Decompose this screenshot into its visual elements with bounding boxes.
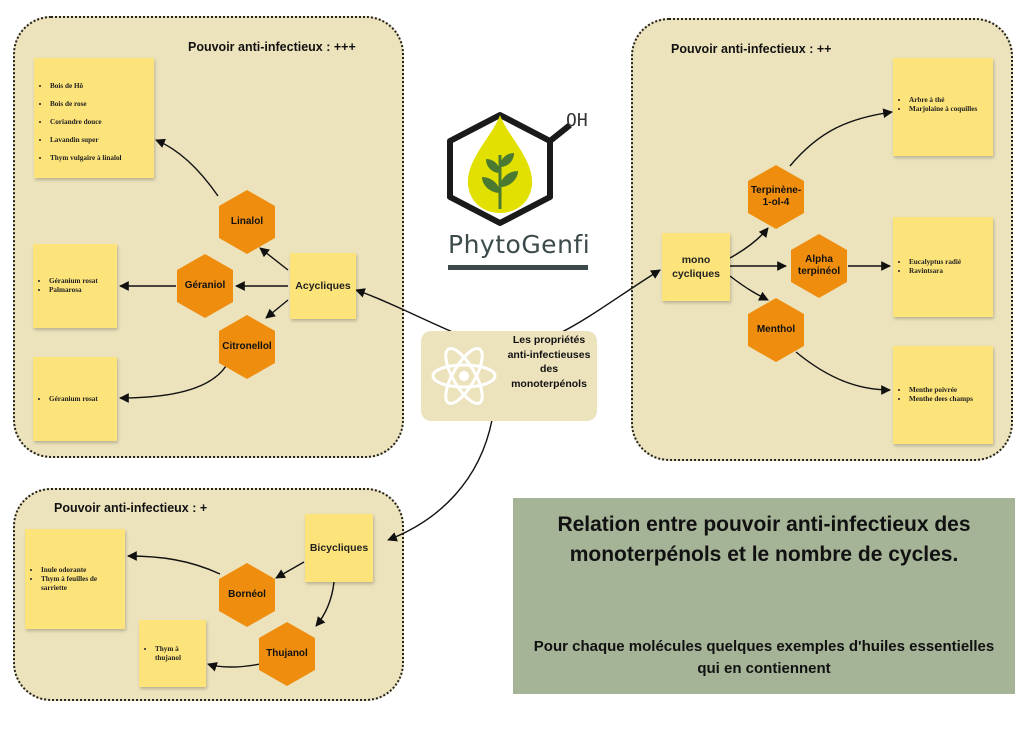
arrow-borneol-to-oils [127, 551, 221, 575]
panel-title-strong: Pouvoir anti-infectieux : +++ [188, 40, 356, 54]
logo-leaf-2 [500, 171, 518, 187]
oil-item: Inule odorante [41, 566, 121, 575]
oil-item: Menthe dees champs [909, 395, 973, 404]
oils-note-borneol: Inule odorante Thym à feuilles de sarrie… [25, 529, 125, 629]
logo-name: PhytoGenfi [448, 230, 591, 259]
oils-note-alpha: Eucalyptus radié Ravintsara [893, 217, 993, 317]
oil-item: Eucalyptus radié [909, 258, 961, 267]
molecule-borneol: Bornéol [219, 563, 275, 627]
oil-item: Bois de Hô [50, 82, 122, 91]
arrow-citronellol-to-oils [119, 365, 227, 403]
oils-note-terpinen: Arbre à thé Marjolaine à coquilles [893, 58, 993, 156]
oil-item: Thym à feuilles de sarriette [41, 575, 121, 593]
oils-note-citronellol: Géranium rosat [33, 357, 117, 441]
oil-item: Géranium rosat [49, 277, 98, 286]
oil-item: Menthe poivrée [909, 386, 973, 395]
oil-item: Marjolaine à coquilles [909, 105, 977, 114]
category-monocyclic: mono cycliques [662, 233, 730, 301]
logo-leaf-1 [482, 177, 500, 193]
logo-formula: OH [566, 110, 588, 131]
oils-note-thujanol: Thym à thujanol [139, 620, 206, 687]
atom-icon [431, 347, 497, 405]
center-label: Les propriétés anti-infectieuses des mon… [507, 334, 591, 391]
oil-item: Thym vulgaire à linalol [50, 154, 122, 163]
arrow-menthol-to-oils [795, 351, 891, 395]
oils-note-linalol: Bois de Hô Bois de rose Coriandre douce … [34, 58, 154, 178]
panel-title-weak: Pouvoir anti-infectieux : + [54, 501, 208, 515]
panel-title-medium: Pouvoir anti-infectieux : ++ [671, 42, 832, 56]
arrow-terpinen-to-oils [789, 108, 893, 167]
logo-hydroxyl-bond [548, 122, 572, 144]
arrow-acyclic-to-linalol [259, 247, 289, 271]
arrow-thujanol-to-oils [207, 662, 261, 672]
oils-note-geraniol: Géranium rosat Palmarosa [33, 244, 117, 328]
category-acyclic: Acycliques [290, 253, 356, 319]
arrow-mono-to-menthol [729, 275, 769, 301]
molecule-linalol: Linalol [219, 190, 275, 254]
oil-item: Thym à thujanol [155, 645, 202, 663]
arrow-linalol-to-oils [155, 138, 219, 197]
center-node: Les propriétés anti-infectieuses des mon… [421, 331, 597, 421]
oil-item: Arbre à thé [909, 96, 977, 105]
oil-item: Ravintsara [909, 267, 961, 276]
info-box: Relation entre pouvoir anti-infectieux d… [513, 498, 1015, 694]
info-subtitle: Pour chaque molécules quelques exemples … [533, 638, 995, 677]
logo-leaf-4 [500, 153, 514, 167]
oil-item: Lavandin super [50, 136, 122, 145]
phytogenfi-logo [415, 97, 621, 303]
arrow-center-to-monocyclic [559, 269, 661, 334]
arrow-center-to-acyclic [355, 288, 456, 334]
oil-item: Coriandre douce [50, 118, 122, 127]
arrow-bicyclic-to-thujanol [315, 581, 335, 627]
arrow-bicyclic-to-borneol [275, 561, 305, 579]
arrow-mono-to-terpinen [729, 227, 769, 259]
arrow-acyclic-to-citronellol [265, 299, 289, 319]
logo-leaf-3 [486, 159, 500, 173]
info-title: Relation entre pouvoir anti-infectieux d… [557, 513, 971, 567]
arrow-center-to-bicyclic [387, 419, 493, 542]
oil-item: Géranium rosat [49, 395, 98, 404]
oil-item: Bois de rose [50, 100, 122, 109]
category-bicyclic: Bicycliques [305, 514, 373, 582]
oils-note-menthol: Menthe poivrée Menthe dees champs [893, 346, 993, 444]
molecule-thujanol: Thujanol [259, 622, 315, 686]
oil-item: Palmarosa [49, 286, 98, 295]
logo-underline [448, 265, 588, 270]
